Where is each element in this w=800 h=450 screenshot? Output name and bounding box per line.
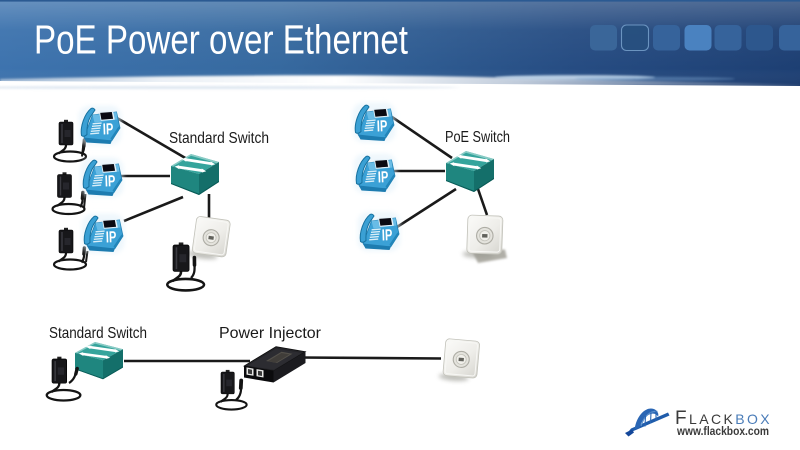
svg-text:www.flackbox.com: www.flackbox.com	[676, 426, 769, 438]
svg-text:FLACKBOX: FLACKBOX	[675, 408, 772, 429]
svg-text:Power Injector: Power Injector	[219, 325, 322, 342]
svg-text:Standard Switch: Standard Switch	[49, 325, 147, 342]
svg-text:PoE Switch: PoE Switch	[445, 129, 510, 146]
svg-text:Standard Switch: Standard Switch	[169, 130, 269, 147]
svg-text:PoE Power over Ethernet: PoE Power over Ethernet	[34, 17, 408, 63]
